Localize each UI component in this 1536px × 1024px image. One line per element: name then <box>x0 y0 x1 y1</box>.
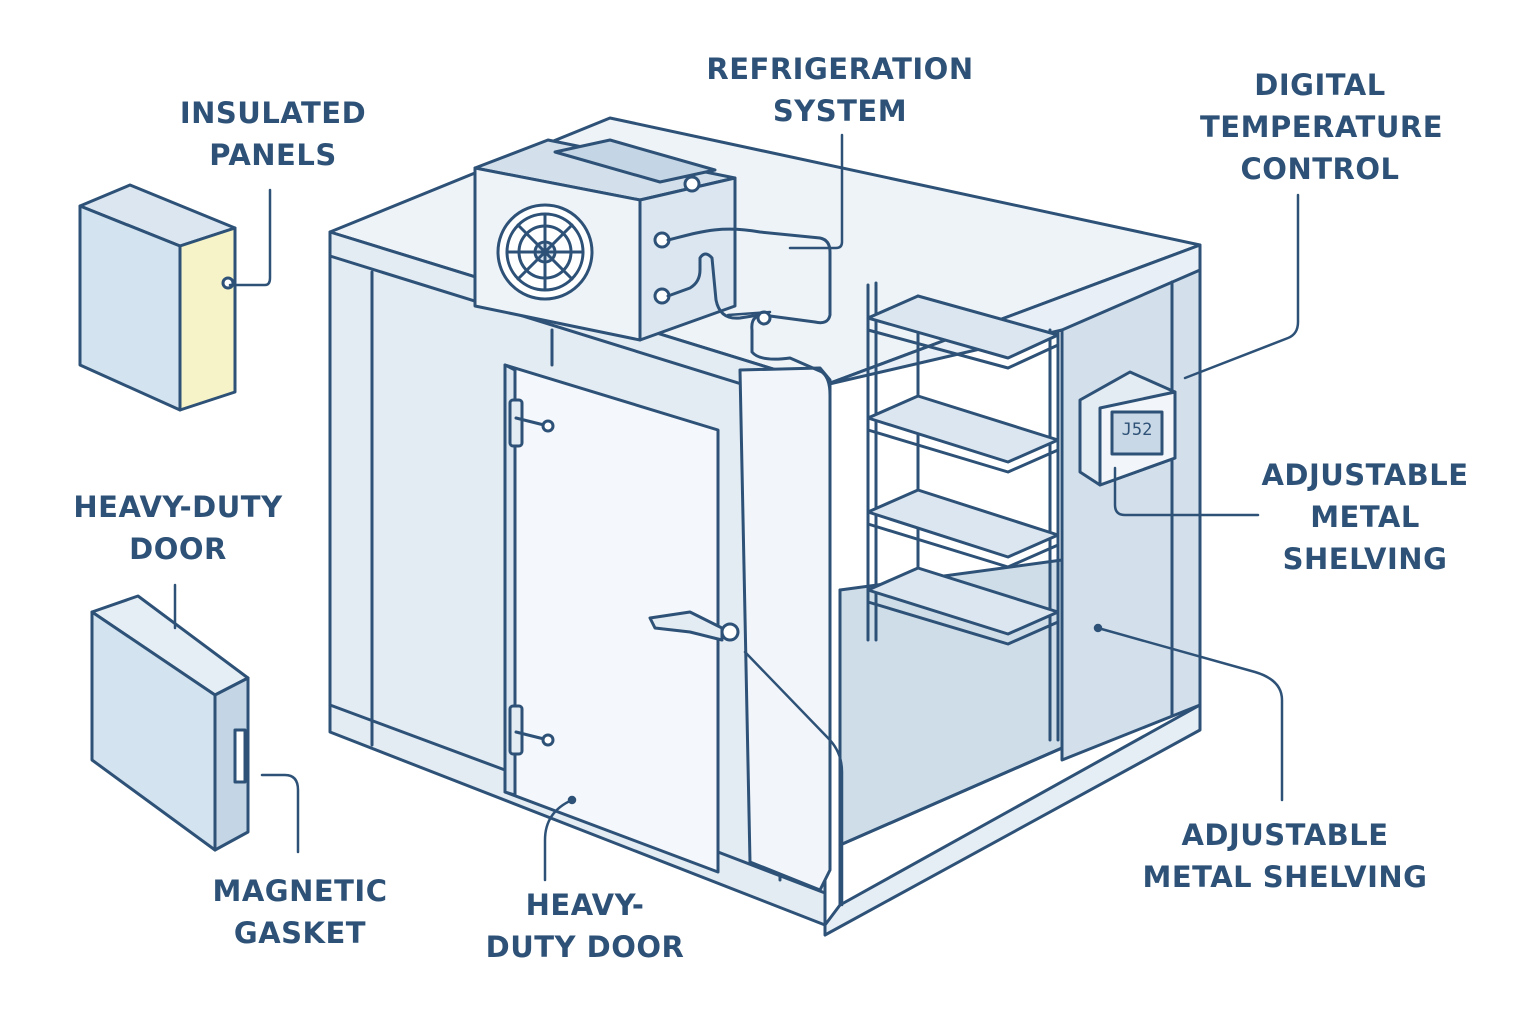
label-line: METAL SHELVING <box>1142 860 1428 894</box>
label-refrigeration-system: REFRIGERATION SYSTEM <box>700 48 980 132</box>
label-line: HEAVY- <box>525 888 645 922</box>
leader-lines <box>173 133 1300 907</box>
label-line: DOOR <box>129 532 227 566</box>
label-line: ADJUSTABLE <box>1181 818 1389 852</box>
thermostat-display: J52 <box>1121 420 1153 440</box>
shelf-3 <box>866 488 1060 569</box>
shelf-1 <box>866 294 1060 370</box>
shelf-4 <box>866 566 1060 646</box>
label-magnetic-gasket: MAGNETIC GASKET <box>195 870 405 954</box>
lower-hinge <box>508 704 524 756</box>
label-heavy-duty-door-bottom: HEAVY- DUTY DOOR <box>475 884 695 968</box>
upper-hinge <box>508 398 524 448</box>
label-line: METAL <box>1310 500 1420 534</box>
label-line: REFRIGERATION <box>706 52 974 86</box>
digital-thermostat <box>1078 370 1177 487</box>
label-digital-temperature-control: DIGITAL TEMPERATURE CONTROL <box>1200 64 1444 190</box>
cooler-box <box>328 116 1202 937</box>
label-line: SHELVING <box>1282 542 1448 576</box>
condensing-unit <box>473 138 832 442</box>
insulation-core <box>178 226 237 412</box>
label-line: SYSTEM <box>772 94 908 128</box>
label-line: PANELS <box>209 138 337 172</box>
label-line: CONTROL <box>1240 152 1400 186</box>
label-insulated-panels: INSULATED PANELS <box>168 92 378 176</box>
label-line: TEMPERATURE <box>1200 110 1444 144</box>
label-line: HEAVY-DUTY <box>73 490 283 524</box>
label-line: ADJUSTABLE <box>1261 458 1469 492</box>
insulated-panel-sample <box>78 183 237 412</box>
label-line: GASKET <box>233 916 367 950</box>
door-frame-jamb <box>738 366 832 892</box>
cooler-door <box>503 363 740 874</box>
door-handle <box>648 610 724 642</box>
label-line: INSULATED <box>179 96 367 130</box>
label-heavy-duty-door-left: HEAVY-DUTY DOOR <box>58 486 298 570</box>
cooler-sill <box>823 703 1202 937</box>
label-adjustable-shelving-right: ADJUSTABLE METAL SHELVING <box>1250 454 1480 580</box>
label-line: DUTY DOOR <box>485 930 685 964</box>
refrigerant-line <box>666 227 832 442</box>
label-adjustable-shelving-lower: ADJUSTABLE METAL SHELVING <box>1135 814 1435 898</box>
label-line: MAGNETIC <box>212 874 388 908</box>
door-panel-sample <box>90 594 250 852</box>
shelf-2 <box>866 394 1060 474</box>
label-line: DIGITAL <box>1254 68 1386 102</box>
magnetic-gasket-strip <box>233 728 247 784</box>
metal-shelving-unit <box>866 281 1060 742</box>
